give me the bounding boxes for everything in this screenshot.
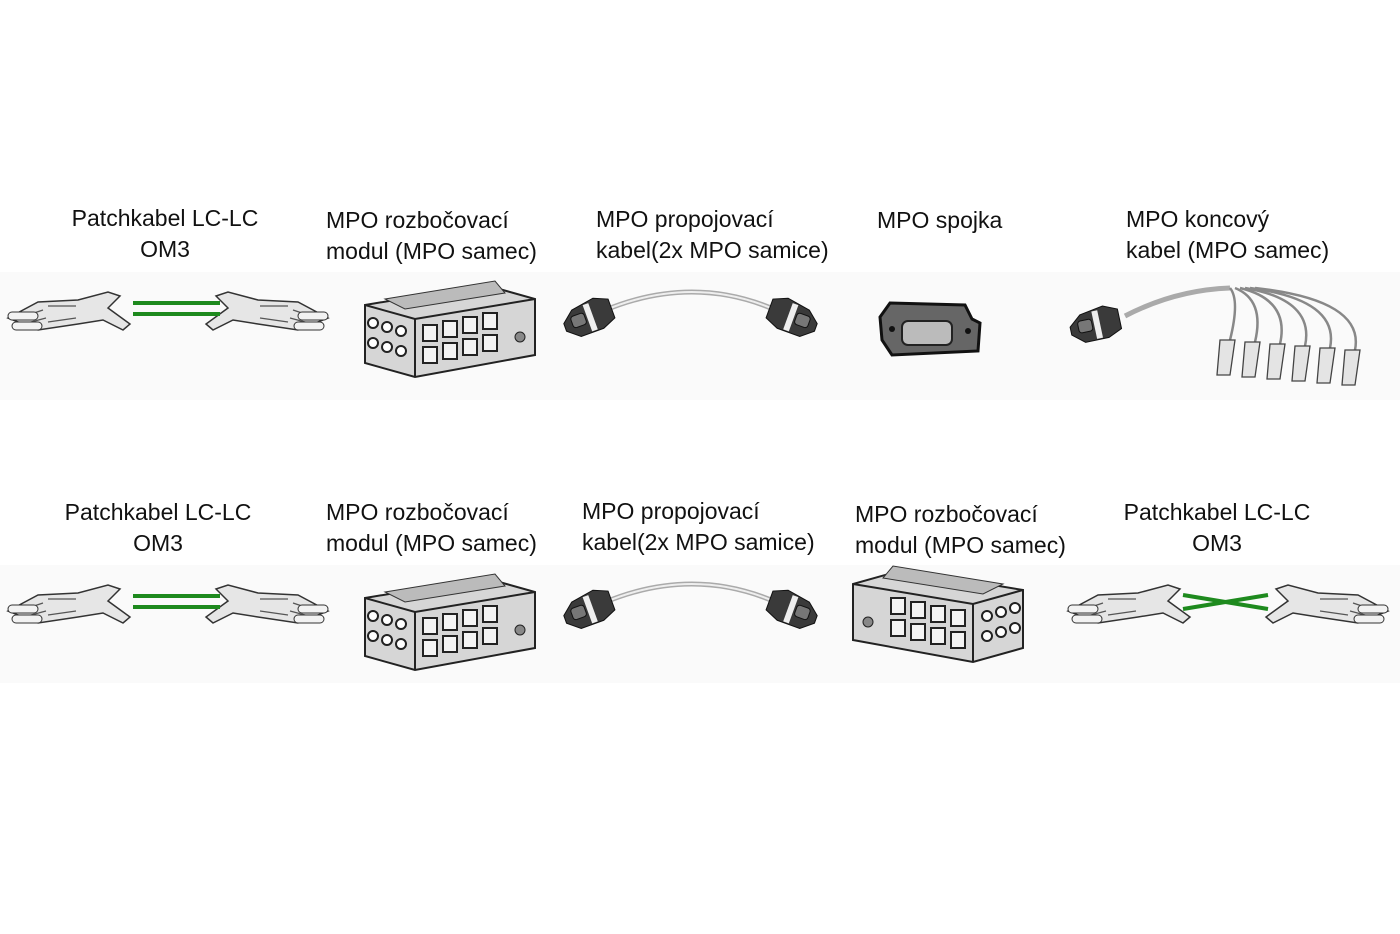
patchkabel-lc-lc-crossed-icon [1067, 584, 1389, 624]
mpo-trunk-cable-icon [558, 289, 823, 342]
mpo-breakout-module-icon [364, 573, 536, 671]
patchkabel-lc-lc-icon [7, 584, 329, 624]
patchkabel-lc-lc-icon [7, 291, 329, 331]
mpo-trunk-cable-icon [558, 581, 823, 634]
mpo-fanout-cable-icon [1066, 285, 1361, 386]
label-mpo-coupler: MPO spojka [877, 207, 1003, 233]
mpo-breakout-module-icon [852, 565, 1024, 663]
mpo-coupler-icon [878, 301, 982, 357]
mpo-breakout-module-icon [364, 280, 536, 378]
